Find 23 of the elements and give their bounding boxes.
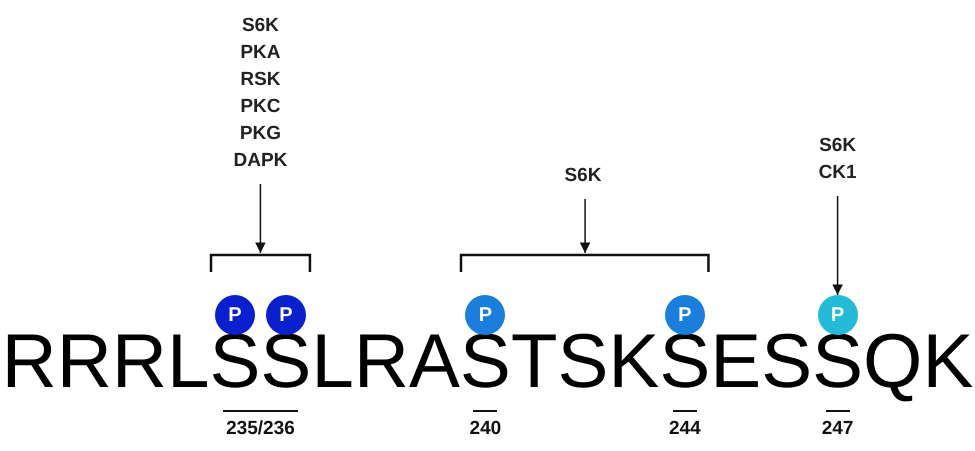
- bracket: [208, 253, 312, 273]
- kinase-name: RSK: [239, 68, 282, 92]
- residue-number: 244: [668, 418, 701, 440]
- arrow: [580, 199, 590, 253]
- kinase-name: S6K: [564, 164, 602, 188]
- kinase-name: PKG: [238, 122, 282, 146]
- kinase-name: CK1: [818, 161, 857, 185]
- residue-number: 240: [470, 418, 502, 440]
- residue-number: 235/236: [226, 418, 295, 440]
- phospho-circle: P: [664, 295, 705, 335]
- arrow: [255, 184, 266, 253]
- phospho-circle: P: [818, 295, 858, 335]
- kinase-name: DAPK: [234, 149, 288, 173]
- kinase-name: PKC: [239, 95, 282, 119]
- phospho-circle: P: [214, 295, 255, 335]
- residue-number: 247: [822, 418, 854, 440]
- kinase-name: PKA: [239, 41, 282, 65]
- bracket: [459, 253, 711, 273]
- arrow: [832, 196, 843, 295]
- phospho-circle: P: [266, 295, 306, 335]
- phospho-circle: P: [465, 295, 506, 335]
- kinase-name: S6K: [240, 14, 280, 38]
- kinase-name: S6K: [818, 134, 857, 158]
